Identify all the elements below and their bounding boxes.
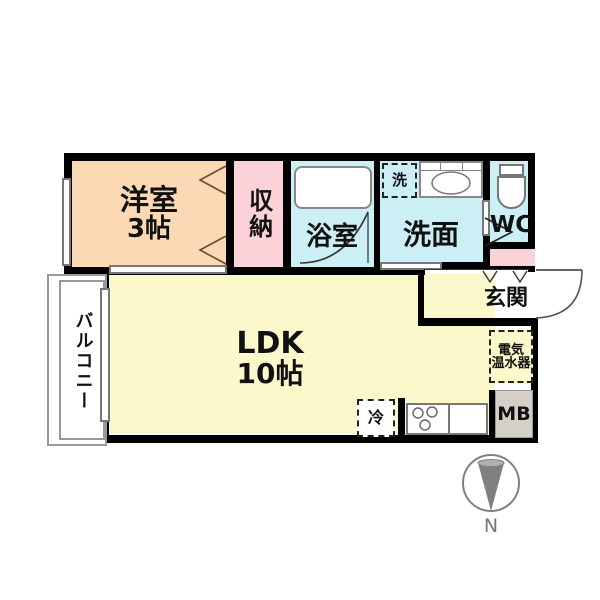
wall-entrance-left <box>418 262 424 324</box>
label-washroom: 洗面 <box>383 212 479 258</box>
wall-entrance-right-outer <box>528 266 535 272</box>
label-closet: 収納 <box>238 178 278 250</box>
label-washroom-text: 洗面 <box>402 218 459 252</box>
bedroom-window <box>62 178 71 266</box>
compass-needle-top <box>477 459 505 467</box>
label-wc: WC <box>489 210 533 240</box>
wall-bath-washroom <box>374 153 380 267</box>
kitchen-counter <box>406 403 488 435</box>
wall-right-wc <box>528 153 535 249</box>
label-ldk: LDK 10帖 <box>210 320 330 396</box>
label-bedroom-size: 3帖 <box>126 213 172 244</box>
washer-space: 洗 <box>382 163 417 198</box>
meter-box: MB <box>495 390 533 438</box>
bedroom-ldk-sliding-door <box>109 265 227 274</box>
vanity-mirror-divider-2 <box>440 161 441 170</box>
label-bath-text: 浴室 <box>305 222 358 253</box>
wall-bedroom-bottom-left <box>64 267 109 275</box>
vanity-mirror-divider-3 <box>462 161 463 170</box>
label-ldk-name: LDK <box>236 325 304 361</box>
wall-wc-bottom <box>483 242 535 249</box>
wall-closet-bath <box>283 153 291 275</box>
balcony-sliding-door <box>100 288 110 422</box>
toilet-tank <box>499 164 524 176</box>
water-heater-label-line2: 温水器 <box>491 355 531 371</box>
shoe-cabinet-outline <box>424 269 529 270</box>
wall-entrance-bottom <box>418 318 538 326</box>
refrigerator-space: 冷 <box>357 399 395 437</box>
label-entrance-text: 玄関 <box>483 286 528 312</box>
label-balcony: バルコニー <box>64 296 100 426</box>
toilet-bowl <box>497 176 526 209</box>
bathtub <box>294 166 372 209</box>
washer-label: 洗 <box>391 171 407 189</box>
compass-direction-text: N <box>483 515 499 537</box>
refrigerator-label: 冷 <box>367 408 384 427</box>
wall-entrance-step-bottom <box>483 266 535 270</box>
wall-top-outer <box>64 153 535 161</box>
label-balcony-text: バルコニー <box>72 311 94 411</box>
label-entrance: 玄関 <box>478 284 534 314</box>
wall-kitchen-nib <box>398 398 405 438</box>
compass-needle-icon <box>478 463 504 511</box>
wall-ldk-right <box>531 318 538 443</box>
entrance-door-arc <box>535 269 583 319</box>
compass-circle <box>462 454 520 512</box>
label-bedroom-name: 洋室 <box>119 183 178 218</box>
wall-bedroom-closet <box>226 153 234 275</box>
vanity-mirror-divider-1 <box>419 170 483 171</box>
compass-direction-label: N <box>471 515 511 537</box>
label-wc-text: WC <box>489 211 533 238</box>
room-fill-entrance-step <box>487 249 535 269</box>
water-heater-label-line1: 電気 <box>497 342 524 358</box>
wall-ldk-top <box>105 267 425 275</box>
label-closet-text: 収納 <box>244 188 273 240</box>
label-bedroom: 洋室 3帖 <box>82 172 216 256</box>
kitchen-counter-divider <box>448 403 450 435</box>
vanity-cabinet <box>419 161 483 198</box>
water-heater: 電気 温水器 <box>489 330 533 383</box>
wall-ldk-bottom <box>101 435 538 443</box>
wall-mb-left <box>489 390 495 438</box>
washroom-door <box>380 262 442 270</box>
label-bath: 浴室 <box>293 215 371 261</box>
label-ldk-size: 10帖 <box>236 357 304 391</box>
meter-box-label: MB <box>497 403 531 425</box>
room-fill-closet <box>233 160 283 267</box>
